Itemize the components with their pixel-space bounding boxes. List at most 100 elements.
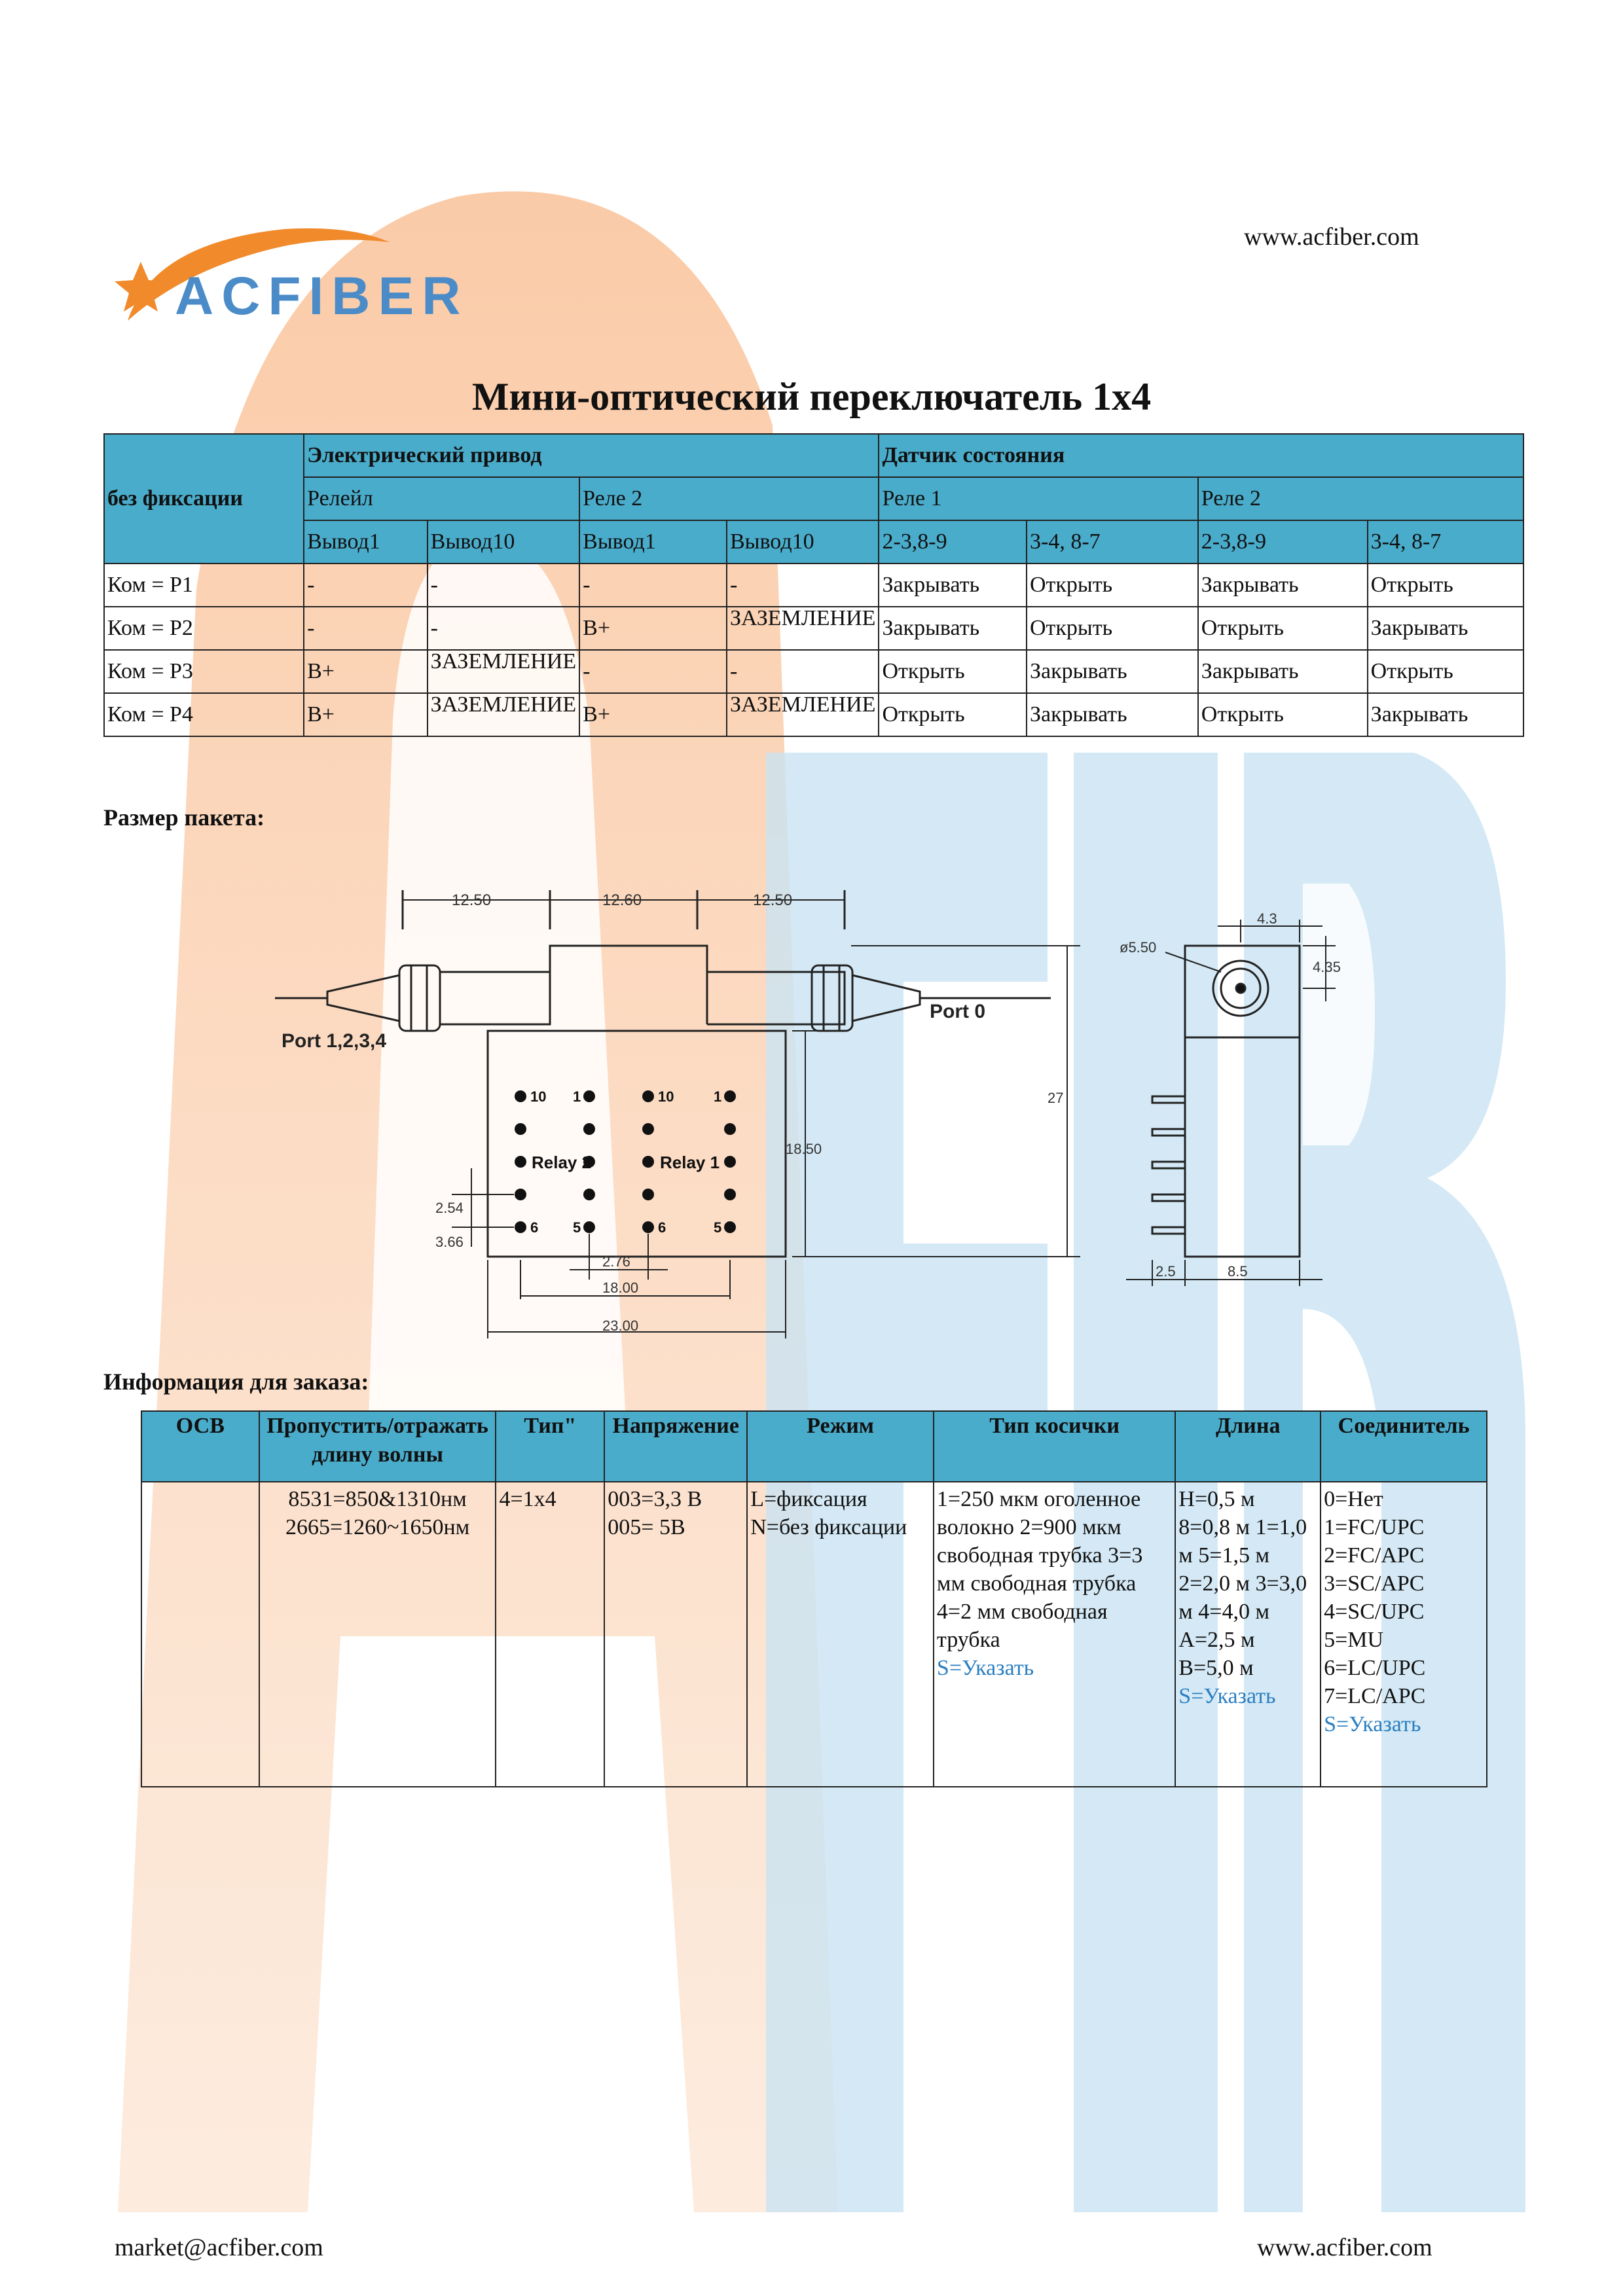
cell-pigtail: 1=250 мкм оголенное волокно 2=900 мкм св… — [932, 1481, 1176, 1787]
cell: Ком = P3 — [103, 649, 305, 694]
cell: Открыть — [1366, 563, 1525, 607]
cell: B+ — [303, 692, 428, 737]
cell: Открыть — [1026, 563, 1199, 607]
svg-text:2.54: 2.54 — [435, 1200, 464, 1216]
col-header: Режим — [746, 1410, 934, 1482]
cell: ЗАЗЕМЛЕНИЕ — [725, 692, 880, 737]
svg-text:1: 1 — [573, 1088, 581, 1105]
acfiber-logo: ACFIBER — [115, 228, 468, 326]
table-row: Ком = P1 - - - - Закрывать Открыть Закры… — [103, 563, 1525, 607]
cell: B+ — [579, 606, 727, 651]
svg-text:10: 10 — [658, 1088, 674, 1105]
svg-text:ø5.50: ø5.50 — [1120, 939, 1156, 956]
col-header: Вывод1 — [579, 520, 727, 564]
sub-relay-2: Реле 2 — [579, 476, 880, 521]
cell: Закрывать — [1026, 649, 1199, 694]
col-header: 3-4, 8-7 — [1026, 520, 1199, 564]
svg-text:1: 1 — [714, 1088, 721, 1105]
pigtail-specify-link[interactable]: S=Указать — [936, 1656, 1034, 1680]
footer-site[interactable]: www.acfiber.com — [1257, 2234, 1432, 2261]
table-row: Ком = P4 B+ ЗАЗЕМЛЕНИЕ B+ ЗАЗЕМЛЕНИЕ Отк… — [103, 692, 1525, 737]
cell: Открыть — [878, 649, 1027, 694]
cell: - — [579, 563, 727, 607]
col-header: 2-3,8-9 — [878, 520, 1027, 564]
svg-text:12.50: 12.50 — [452, 891, 491, 909]
sub-sensor-1: Реле 1 — [878, 476, 1199, 521]
cell: Закрывать — [1366, 606, 1525, 651]
svg-text:8.5: 8.5 — [1228, 1263, 1248, 1280]
cell: ЗАЗЕМЛЕНИЕ — [426, 649, 581, 694]
star-icon — [115, 262, 168, 312]
svg-text:Relay 1: Relay 1 — [660, 1153, 720, 1172]
table-row: Ком = P3 B+ ЗАЗЕМЛЕНИЕ - - Открыть Закры… — [103, 649, 1525, 694]
package-dimension-drawing: 12.50 12.60 12.50 Port 0 Port 1,2,3,4 — [275, 890, 1341, 1338]
col-header: 2-3,8-9 — [1197, 520, 1368, 564]
svg-text:Port 0: Port 0 — [930, 1001, 985, 1022]
svg-text:6: 6 — [658, 1219, 666, 1236]
cell: - — [725, 649, 880, 694]
cell: B+ — [579, 692, 727, 737]
cell-osv — [141, 1481, 260, 1787]
col-header: Соединитель — [1320, 1410, 1487, 1482]
length-specify-link[interactable]: S=Указать — [1178, 1684, 1276, 1708]
col-header: Вывод10 — [725, 520, 880, 564]
cell: Открыть — [1197, 606, 1368, 651]
cell: Открыть — [1026, 606, 1199, 651]
col-header: ОСВ — [141, 1410, 260, 1482]
col-header: Вывод10 — [426, 520, 581, 564]
cell: B+ — [303, 649, 428, 694]
switch-state-table: без фиксации Электрический привод Датчик… — [103, 433, 1525, 737]
cell: Закрывать — [1366, 692, 1525, 737]
svg-text:12.50: 12.50 — [753, 891, 792, 909]
col-header: Тип" — [495, 1410, 606, 1482]
col-header: Длина — [1175, 1410, 1322, 1482]
cell: Ком = P1 — [103, 563, 305, 607]
ordering-table: ОСВ Пропустить/отражать длину волны Тип"… — [141, 1410, 1487, 1787]
cell: - — [303, 563, 428, 607]
cell: Открыть — [878, 692, 1027, 737]
svg-text:3.66: 3.66 — [435, 1234, 464, 1250]
svg-text:6: 6 — [530, 1219, 538, 1236]
cell: Закрывать — [1026, 692, 1199, 737]
table-row: Ком = P2 - - B+ ЗАЗЕМЛЕНИЕ Закрывать Отк… — [103, 606, 1525, 651]
svg-text:5: 5 — [714, 1219, 721, 1236]
cell: Ком = P4 — [103, 692, 305, 737]
footer-email[interactable]: market@acfiber.com — [115, 2234, 323, 2261]
cell: - — [426, 606, 581, 651]
cell: Закрывать — [878, 563, 1027, 607]
svg-text:Port 1,2,3,4: Port 1,2,3,4 — [282, 1030, 386, 1052]
cell: Закрывать — [1197, 563, 1368, 607]
svg-text:10: 10 — [530, 1088, 546, 1105]
cell: Открыть — [1197, 692, 1368, 737]
svg-text:23.00: 23.00 — [602, 1318, 638, 1334]
group-state-sensor: Датчик состояния — [878, 433, 1524, 478]
table-corner: без фиксации — [103, 433, 305, 564]
col-header: Тип косички — [932, 1410, 1176, 1482]
header-site[interactable]: www.acfiber.com — [1244, 223, 1419, 251]
cell: - — [579, 649, 727, 694]
logo-text: ACFIBER — [175, 266, 468, 326]
page-title: Мини-оптический переключатель 1x4 — [471, 375, 1152, 418]
svg-text:4.35: 4.35 — [1313, 959, 1341, 975]
col-header: Вывод1 — [303, 520, 428, 564]
col-header: Пропустить/отражать длину волны — [258, 1410, 497, 1482]
cell: ЗАЗЕМЛЕНИЕ — [725, 606, 880, 651]
svg-text:27: 27 — [1048, 1090, 1063, 1106]
svg-text:2.76: 2.76 — [602, 1253, 630, 1270]
connector-specify-link[interactable]: S=Указать — [1324, 1712, 1421, 1736]
cell: Закрывать — [1197, 649, 1368, 694]
cell: Открыть — [1366, 649, 1525, 694]
svg-text:4.3: 4.3 — [1257, 910, 1277, 927]
cell: ЗАЗЕМЛЕНИЕ — [426, 692, 581, 737]
cell: - — [426, 563, 581, 607]
cell: - — [303, 606, 428, 651]
col-header: 3-4, 8-7 — [1366, 520, 1525, 564]
package-size-heading: Размер пакета: — [103, 804, 265, 831]
cell: Закрывать — [878, 606, 1027, 651]
